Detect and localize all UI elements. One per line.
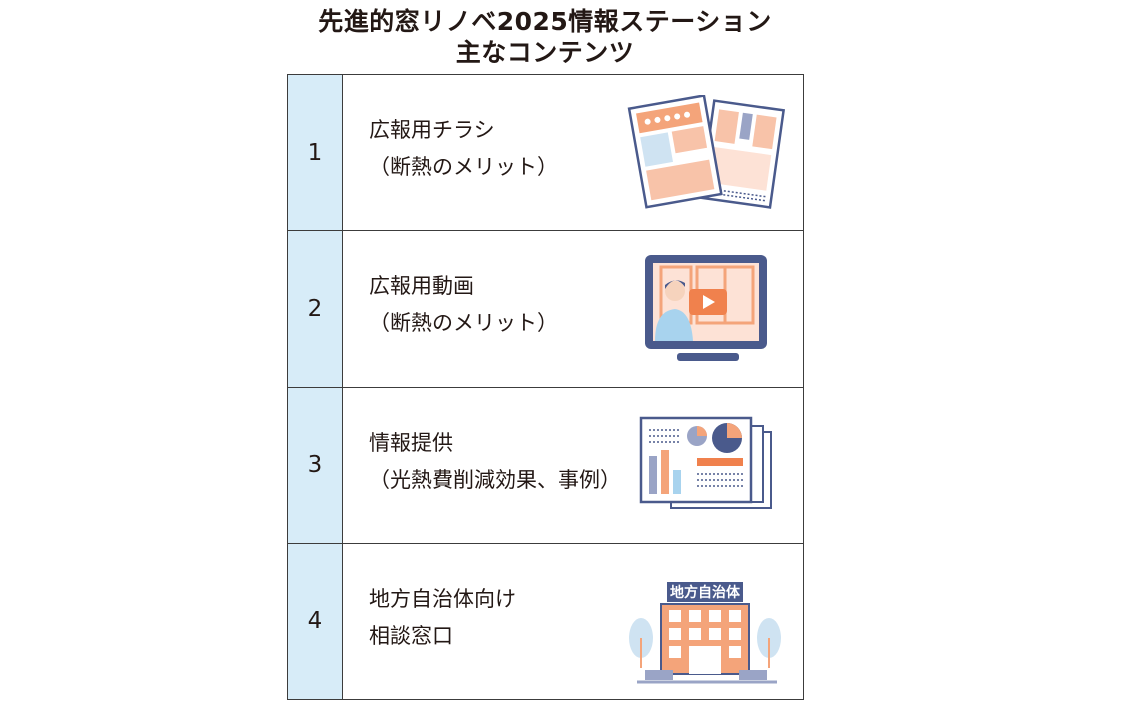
page-title: 先進的窓リノベ2025情報ステーション 主なコンテンツ	[0, 6, 1090, 68]
contents-table: 1 広報用チラシ （断熱のメリット）	[287, 73, 804, 701]
title-line-2: 主なコンテンツ	[455, 38, 635, 67]
row-subtitle: （断熱のメリット）	[369, 311, 558, 336]
table-row: 4 地方自治体向け 相談窓口	[287, 542, 804, 701]
row-subtitle: 相談窓口	[369, 623, 453, 648]
row-number: 2	[287, 230, 343, 388]
row-title: 地方自治体向け	[369, 586, 516, 611]
row-content: 情報提供 （光熱費削減効果、事例）	[342, 386, 804, 544]
row-content: 地方自治体向け 相談窓口	[342, 542, 804, 701]
row-number: 3	[287, 386, 343, 544]
flyer-icon	[627, 95, 786, 209]
row-content: 広報用動画 （断熱のメリット）	[342, 230, 804, 388]
video-monitor-icon	[645, 255, 767, 362]
row-subtitle: （断熱のメリット）	[369, 155, 558, 179]
table-row: 2 広報用動画 （断熱のメリット）	[287, 230, 804, 388]
table-row: 3 情報提供 （光熱費削減効果、事例）	[287, 386, 804, 544]
title-line-1: 先進的窓リノベ2025情報ステーション	[318, 7, 772, 36]
report-charts-icon	[639, 416, 772, 509]
row-number: 1	[287, 73, 343, 232]
row-title: 広報用チラシ	[369, 118, 495, 142]
row-title: 広報用動画	[369, 274, 474, 299]
city-hall-icon: 地方自治体	[629, 581, 781, 684]
row-subtitle: （光熱費削減効果、事例）	[369, 467, 621, 492]
row-title: 情報提供	[369, 430, 453, 455]
row-content: 広報用チラシ （断熱のメリット）	[342, 73, 804, 232]
sign-text: 地方自治体	[670, 584, 741, 601]
row-number: 4	[287, 542, 343, 701]
table-row: 1 広報用チラシ （断熱のメリット）	[287, 73, 804, 232]
